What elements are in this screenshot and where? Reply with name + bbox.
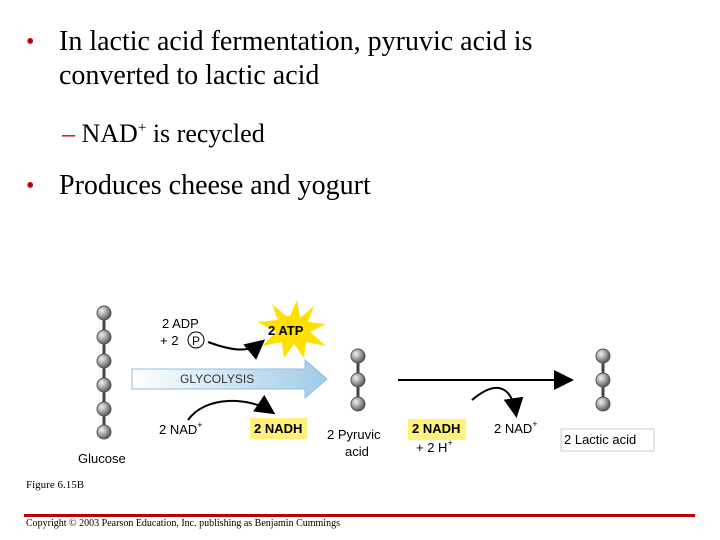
nadh-left-highlight [250, 418, 307, 439]
pi-prefix-label: + 2 [160, 333, 178, 348]
sub-bullet-rest: is recycled [146, 119, 265, 148]
sub-bullet-nad-sup: + [137, 120, 147, 136]
adp-label: 2 ADP [162, 316, 199, 331]
atp-arrow [207, 339, 266, 360]
nad-right-label: 2 NAD+ [494, 419, 538, 436]
nadh-right-label: 2 NADH [412, 421, 460, 436]
pyruvic-label-line-1: 2 Pyruvic [327, 427, 381, 442]
lactic-acid-label: 2 Lactic acid [564, 432, 636, 447]
bullet-dot: • [26, 173, 35, 199]
sub-bullet-1: – NAD+ is recycled [62, 112, 265, 150]
nadh-arrow-left [187, 394, 276, 421]
nadh-right-highlight [408, 419, 466, 440]
copyright-notice: Copyright © 2003 Pearson Education, Inc.… [26, 518, 340, 529]
lactic-acid-molecule [595, 348, 611, 412]
bullet-1-line-1: In lactic acid fermentation, pyruvic aci… [59, 26, 533, 57]
footer-rule [24, 514, 695, 517]
h-label: + 2 H+ [416, 438, 453, 455]
phosphate-letter: P [192, 334, 200, 348]
pyruvic-label-line-2: acid [345, 444, 369, 459]
glycolysis-label: GLYCOLYSIS [180, 372, 254, 386]
glucose-molecule [96, 305, 112, 440]
nad-left-label: 2 NAD+ [159, 420, 203, 437]
sub-bullet-nad: NAD [81, 119, 138, 148]
atp-label: 2 ATP [268, 323, 304, 338]
glucose-label: Glucose [78, 451, 126, 466]
figure-caption: Figure 6.15B [26, 479, 85, 491]
bullet-2-line-1: Produces cheese and yogurt [59, 170, 371, 201]
bullet-dot: • [26, 29, 35, 55]
lactic-acid-box [560, 428, 655, 452]
nadh-left-label: 2 NADH [254, 421, 302, 436]
sub-bullet-dash: – [62, 119, 75, 148]
phosphate-circle [187, 331, 205, 349]
nad-recycle-arrow [471, 387, 524, 418]
atp-starburst [258, 300, 326, 358]
pyruvic-acid-molecule [350, 348, 366, 412]
bullet-1-line-2: converted to lactic acid [59, 60, 320, 91]
glycolysis-arrow [131, 358, 328, 400]
